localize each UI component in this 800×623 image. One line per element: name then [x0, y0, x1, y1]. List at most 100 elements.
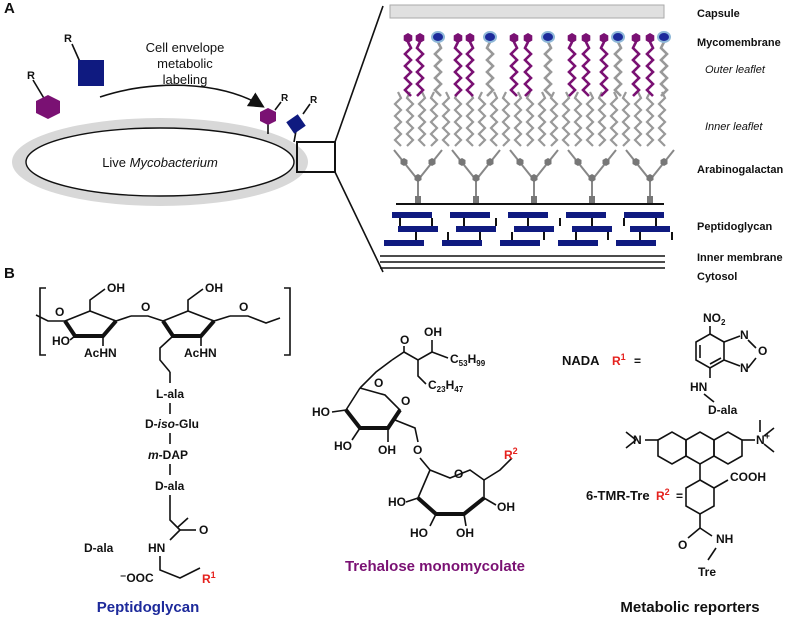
reporters-caption: Metabolic reporters — [620, 599, 759, 616]
pg-d-ala-terminal: D-ala — [84, 541, 114, 555]
label-capsule: Capsule — [697, 8, 740, 20]
tmm-ring-o-3: O — [454, 467, 463, 481]
nada-n-2: N — [740, 361, 749, 375]
outer-leaflet-chain — [659, 41, 669, 97]
inner-leaflet-chain — [609, 91, 619, 147]
surface-purple-probe: R — [260, 93, 289, 134]
tmm-c53: C53H99 — [450, 352, 486, 368]
outer-leaflet-chain — [567, 41, 577, 97]
sugar-hexagon — [428, 158, 436, 166]
sugar-hexagon — [632, 158, 640, 166]
tmm-ho-2: HO — [334, 439, 352, 453]
tmr-equals: = — [676, 489, 683, 503]
sugar-hexagon — [400, 158, 408, 166]
pg-ho: HO — [52, 334, 70, 348]
pg-d-iso-glu: D-iso-Glu — [145, 417, 199, 431]
inner-leaflet-chain — [465, 91, 475, 147]
inner-leaflet-chain — [621, 91, 631, 147]
peptidoglycan-strand — [500, 240, 540, 246]
pg-o-right: O — [239, 300, 248, 314]
blue-head-probe — [657, 31, 671, 43]
inner-leaflet-chain — [525, 91, 535, 147]
sugar-hexagon — [588, 174, 596, 182]
outer-leaflet-chain — [509, 41, 519, 97]
inner-leaflet-chain — [573, 91, 583, 147]
linker-square — [473, 196, 479, 204]
inner-leaflet-chain — [417, 91, 427, 147]
tmr-label: 6-TMR-Tre — [586, 488, 650, 503]
nada-d-ala: D-ala — [708, 403, 738, 417]
pg-d-ala-stem: D-ala — [155, 479, 185, 493]
sugar-hexagon — [472, 174, 480, 182]
outer-leaflet-chain — [645, 41, 655, 97]
purple-head-hexagon — [509, 33, 519, 43]
purple-head-hexagon — [403, 33, 413, 43]
tmm-oh-top: OH — [424, 325, 442, 339]
nada-n-1: N — [740, 328, 749, 342]
peptidoglycan-strand — [456, 226, 496, 232]
label-inner-leaflet: Inner leaflet — [705, 121, 763, 133]
cell-label: Live Mycobacterium — [102, 155, 218, 170]
r-label-blue: R — [64, 33, 72, 45]
label-peptidoglycan: Peptidoglycan — [697, 221, 772, 233]
inner-leaflet-chain — [501, 91, 511, 147]
outer-leaflet-chain — [415, 41, 425, 97]
nada-equals: = — [634, 354, 641, 368]
blue-probe-square: R — [64, 33, 104, 86]
inner-leaflet-chain — [489, 91, 499, 147]
sugar-hexagon — [544, 158, 552, 166]
inner-leaflet-chain — [585, 91, 595, 147]
pg-hn: HN — [148, 541, 165, 555]
tmm-structure: O OH C53H99 C23H47 O HO HO OH O O O HO H… — [312, 325, 525, 575]
tmm-ho-3: HO — [388, 495, 406, 509]
inner-leaflet-chain — [537, 91, 547, 147]
linker-square — [531, 196, 537, 204]
tmm-ho-4: HO — [410, 526, 428, 540]
panel-b-label: B — [4, 265, 15, 282]
pg-achn-2: AcHN — [184, 346, 217, 360]
tmm-glyco-o: O — [413, 443, 422, 457]
tmm-oh-2: OH — [456, 526, 474, 540]
outer-leaflet-chain — [543, 41, 553, 97]
purple-head-hexagon — [581, 33, 591, 43]
purple-head-hexagon — [453, 33, 463, 43]
inner-leaflet-chain — [441, 91, 451, 147]
outer-leaflet-chain — [631, 41, 641, 97]
pg-oh-2: OH — [205, 281, 223, 295]
sugar-hexagon — [414, 174, 422, 182]
tmr-tre: Tre — [698, 565, 716, 579]
labeling-text-line2: metabolic — [157, 56, 213, 71]
outer-leaflet-chain — [403, 41, 413, 97]
outer-leaflet-chain — [613, 41, 623, 97]
peptidoglycan-strand — [558, 240, 598, 246]
peptidoglycan-strand — [508, 212, 548, 218]
inner-leaflet-chain — [513, 91, 523, 147]
purple-probe-hexagon: R — [27, 70, 60, 119]
peptidoglycan-strand — [450, 212, 490, 218]
nada-label: NADA — [562, 353, 600, 368]
sugar-hexagon — [660, 158, 668, 166]
outer-leaflet-chain — [433, 41, 443, 97]
pg-l-ala: L-ala — [156, 387, 184, 401]
peptidoglycan-strand — [630, 226, 670, 232]
inner-leaflet-chain — [405, 91, 415, 147]
peptidoglycan-strand — [442, 240, 482, 246]
tmm-ring-o-1: O — [374, 376, 383, 390]
tmr-nh: NH — [716, 532, 733, 546]
nada-no2: NO2 — [703, 311, 726, 327]
inner-leaflet-chain — [453, 91, 463, 147]
purple-head-hexagon — [523, 33, 533, 43]
inner-leaflet-chain — [657, 91, 667, 147]
pg-ooc: ⁻OOC — [120, 571, 154, 585]
surface-blue-probe: R — [286, 95, 318, 143]
tmm-caption: Trehalose monomycolate — [345, 558, 525, 575]
peptidoglycan-strand — [392, 212, 432, 218]
r-label-surface-1: R — [281, 93, 289, 104]
outer-leaflet-chain — [599, 41, 609, 97]
linker-square — [589, 196, 595, 204]
inner-leaflet-chain — [477, 91, 487, 147]
label-outer-leaflet: Outer leaflet — [705, 64, 766, 76]
tmm-ring-o-2: O — [401, 394, 410, 408]
nada-hn: HN — [690, 380, 707, 394]
